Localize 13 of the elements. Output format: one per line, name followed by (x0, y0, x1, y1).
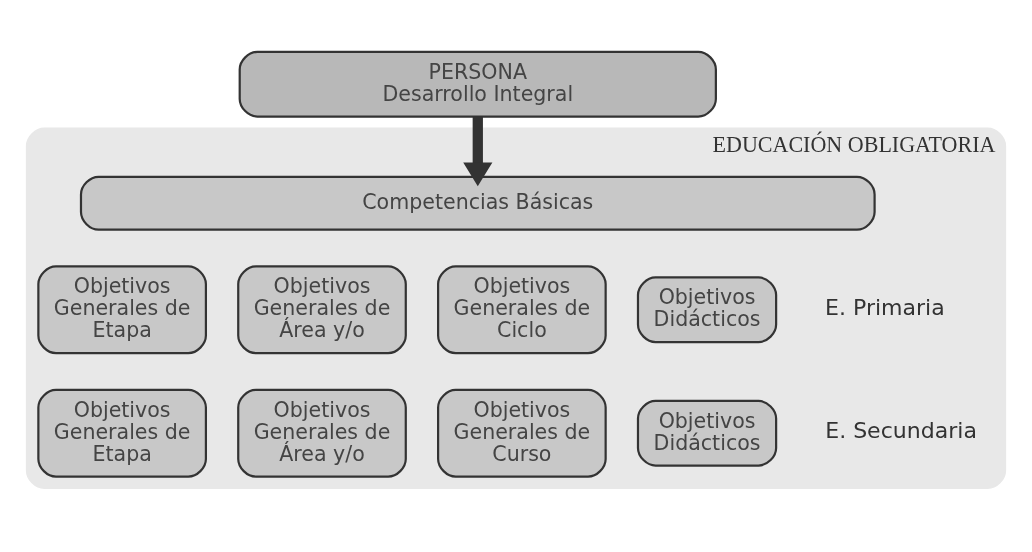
label: E. Secundaria (825, 418, 977, 444)
node-box: Objetivos Didácticos (636, 276, 778, 344)
node-box: Objetivos Didácticos (636, 399, 778, 467)
node-box: Objetivos Generales de Etapa (37, 265, 207, 355)
node-box: PERSONA Desarrollo Integral (238, 50, 717, 118)
label: E. Primaria (825, 294, 945, 320)
node-box: Competencias Básicas (79, 175, 876, 231)
arrow (463, 116, 493, 187)
node-box: Objetivos Generales de Ciclo (437, 265, 607, 355)
node-box: Objetivos Generales de Etapa (37, 388, 207, 478)
node-box: Objetivos Generales de Área y/o (237, 265, 407, 355)
node-box: Objetivos Generales de Curso (437, 388, 607, 478)
node-box: Objetivos Generales de Área y/o (237, 388, 407, 478)
